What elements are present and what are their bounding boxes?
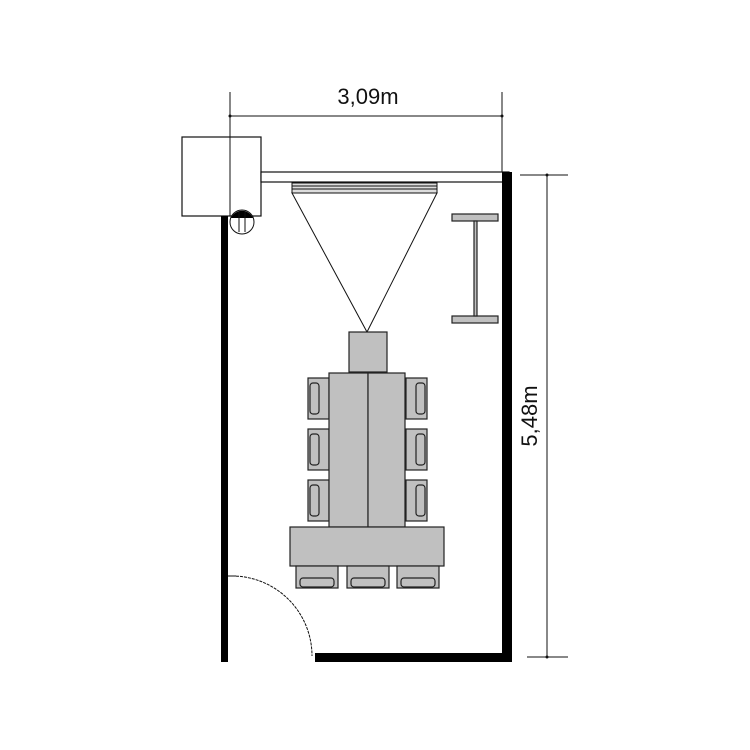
chair-back [400,577,436,588]
furniture [289,372,445,589]
chair-back [415,484,426,517]
conference-table-left [328,372,369,528]
width-label: 3,09m [337,84,398,109]
column [181,136,262,217]
chair-back [415,382,426,415]
right-wall [502,172,512,662]
whiteboard-stand [451,213,499,324]
chair-back [309,382,320,415]
chair-back [299,577,335,588]
door [228,575,313,657]
projection-screen [291,182,438,194]
length-dimension: 5,48m [517,173,568,659]
bottom-wall [315,653,512,662]
left-wall [221,216,228,662]
conference-table-right [367,372,406,528]
outlet-icon [229,209,255,235]
projector [348,331,388,373]
top-wall [260,171,510,183]
chair-back [309,484,320,517]
chair-back [350,577,386,588]
length-label: 5,48m [517,385,542,446]
chair-back [309,433,320,466]
projection-beam [291,192,438,334]
conference-table-end [289,526,445,567]
width-dimension: 3,09m [228,84,504,216]
chair-back [415,433,426,466]
